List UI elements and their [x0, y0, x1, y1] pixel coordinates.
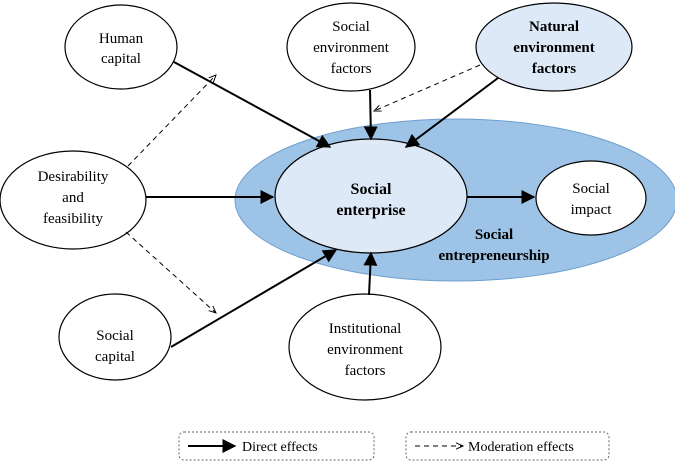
- svg-text:feasibility: feasibility: [43, 211, 103, 227]
- legend: Direct effects Moderation effects: [178, 431, 610, 461]
- desirability-feasibility-node: [0, 150, 147, 250]
- institutional-environment-label: Institutional environment factors: [327, 321, 404, 379]
- natural-environment-label: Natural environment factors: [513, 19, 594, 77]
- svg-text:Social: Social: [475, 227, 513, 243]
- arrow-natural-env-to-enterprise: [404, 77, 499, 148]
- svg-text:enterprise: enterprise: [336, 202, 405, 219]
- arrow-human-capital-to-enterprise: [173, 61, 332, 148]
- svg-text:capital: capital: [101, 51, 141, 67]
- svg-text:Natural: Natural: [529, 19, 579, 35]
- svg-text:Social: Social: [572, 181, 610, 197]
- svg-text:environment: environment: [513, 40, 594, 56]
- svg-text:factors: factors: [331, 61, 372, 77]
- social-environment-node: [286, 2, 416, 92]
- social-impact-node: [535, 160, 647, 236]
- institutional-environment-node: [288, 293, 442, 401]
- legend-moderation-label: Moderation effects: [468, 440, 574, 455]
- human-capital-node: [64, 4, 178, 90]
- svg-text:and: and: [62, 190, 84, 206]
- svg-text:Human: Human: [99, 31, 144, 47]
- social-capital-label: Social capital: [95, 328, 135, 365]
- social-impact-label: Social impact: [571, 181, 613, 218]
- moderation-arrow-lower-left: [125, 231, 216, 313]
- svg-text:entrepreneurship: entrepreneurship: [438, 248, 549, 264]
- human-capital-label: Human capital: [99, 31, 144, 67]
- social-capital-node: [58, 293, 172, 381]
- social-enterprise-label: Social enterprise: [336, 181, 405, 219]
- svg-text:Social: Social: [96, 328, 134, 344]
- svg-text:Social: Social: [351, 181, 392, 198]
- svg-text:Institutional: Institutional: [329, 321, 402, 337]
- moderation-arrow-upper-left: [127, 75, 216, 167]
- legend-direct-label: Direct effects: [242, 440, 318, 455]
- arrow-institutional-to-enterprise: [363, 251, 378, 296]
- arrow-social-env-to-enterprise: [363, 89, 378, 141]
- svg-text:impact: impact: [571, 202, 613, 218]
- svg-text:Social: Social: [332, 19, 370, 35]
- svg-text:factors: factors: [345, 363, 386, 379]
- svg-text:factors: factors: [532, 61, 576, 77]
- social-environment-label: Social environment factors: [313, 19, 390, 77]
- svg-text:capital: capital: [95, 349, 135, 365]
- arrow-social-capital-to-enterprise: [170, 249, 338, 348]
- svg-text:environment: environment: [327, 342, 404, 358]
- moderation-arrow-natural-env: [374, 64, 481, 111]
- svg-text:environment: environment: [313, 40, 390, 56]
- desirability-feasibility-label: Desirability and feasibility: [38, 169, 109, 227]
- legend-moderation-box: [405, 431, 610, 461]
- svg-text:Desirability: Desirability: [38, 169, 109, 185]
- natural-environment-node: [475, 2, 633, 92]
- social-entrepreneurship-label: Social entrepreneurship: [438, 227, 549, 264]
